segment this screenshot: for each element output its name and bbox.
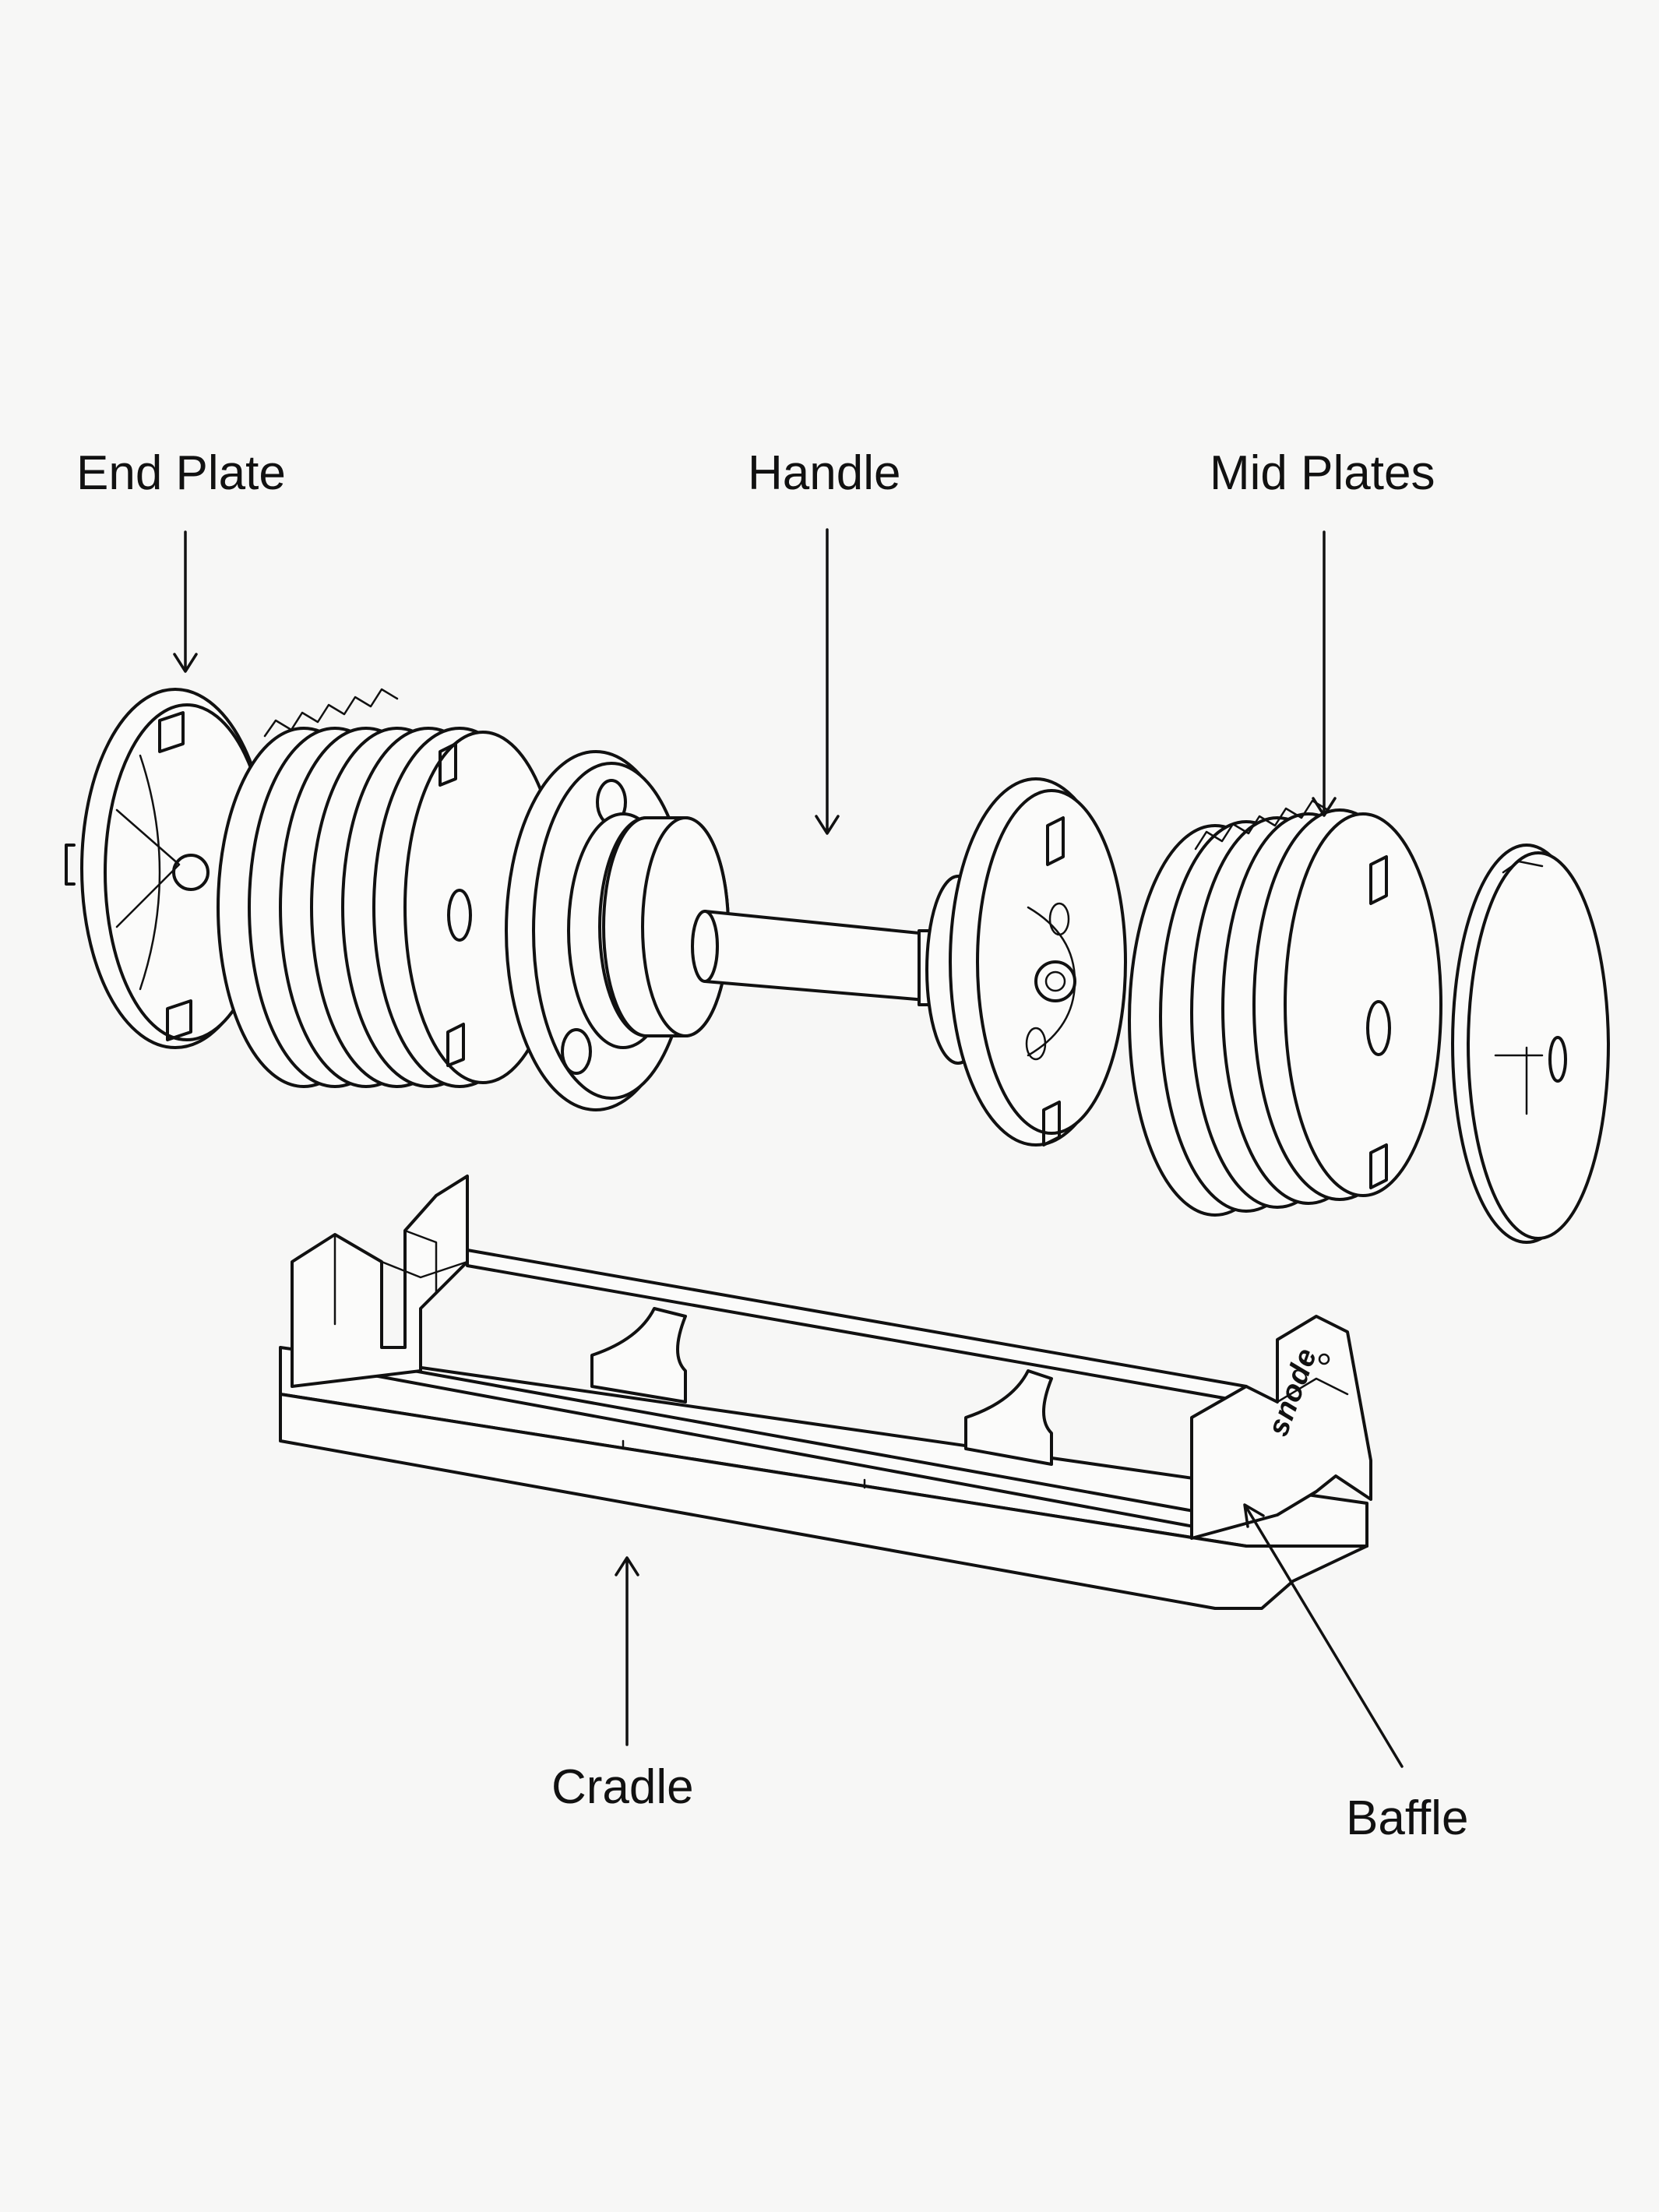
handle-label: Handle	[748, 446, 901, 500]
leader-arrows	[173, 528, 1404, 1768]
cradle-label: Cradle	[551, 1760, 694, 1814]
cradle-arrow	[615, 1556, 639, 1746]
outer-cap-plate	[1451, 844, 1610, 1244]
end-plate-arrow	[173, 530, 198, 673]
mid-plates-arrow	[1312, 530, 1337, 817]
left-handle-hub	[505, 750, 730, 1111]
left-weight-stack	[217, 688, 562, 1088]
baffle-label: Baffle	[1346, 1791, 1469, 1845]
cradle-part	[279, 1175, 1372, 1610]
mid-plates-label: Mid Plates	[1210, 446, 1435, 500]
handle-arrow	[815, 528, 840, 835]
right-handle-hub	[925, 777, 1127, 1147]
end-plate-label: End Plate	[76, 446, 286, 500]
right-weight-stack	[1128, 799, 1442, 1217]
handle-bar	[691, 910, 956, 1006]
baffle-leader	[1243, 1503, 1404, 1768]
